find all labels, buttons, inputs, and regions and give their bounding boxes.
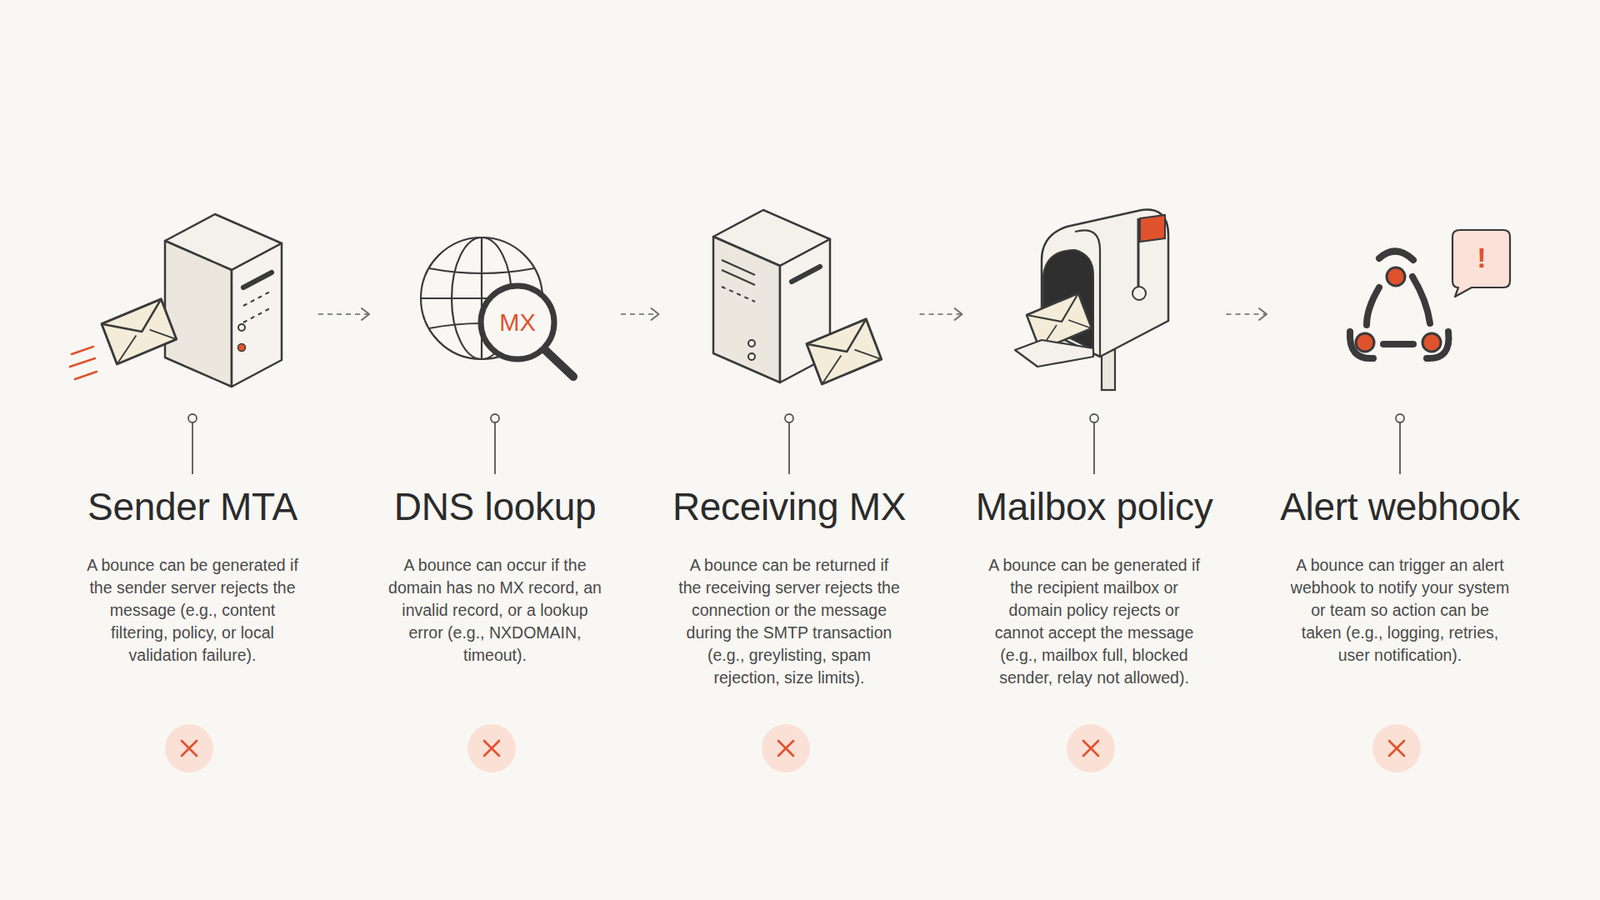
stage-description: A bounce can be generated if the recipie…: [983, 554, 1205, 690]
stage-column: DNS lookup A bounce can occur if the doma…: [374, 187, 616, 680]
alert-mark: !: [1476, 241, 1486, 275]
stage-column: Alert webhook A bounce can trigger an ale…: [1271, 187, 1529, 680]
x-mark: [778, 740, 794, 756]
x-circle: [467, 724, 516, 773]
stage-description: A bounce can be generated if the sender …: [81, 554, 304, 667]
x-mark: [484, 740, 500, 756]
stage-description: A bounce can trigger an alert webhook to…: [1289, 554, 1511, 667]
x-circle: [761, 724, 810, 773]
stage-column: Receiving MX A bounce can be returned if …: [664, 187, 915, 703]
stage-title: DNS lookup: [394, 484, 596, 530]
flow-arrow: [620, 308, 660, 320]
flow-arrow: [318, 308, 370, 320]
stage-title: Sender MTA: [87, 484, 298, 530]
stage-title: Mailbox policy: [975, 484, 1214, 530]
x-circle: [165, 724, 214, 773]
stage-column: Mailbox policy A bounce can be generated …: [967, 187, 1222, 703]
mx-badge: MX: [499, 309, 536, 337]
stage-description: A bounce can be returned if the receivin…: [678, 554, 900, 690]
x-circle: [1372, 724, 1421, 773]
flow-arrow: [1226, 308, 1268, 320]
x-mark: [181, 740, 197, 756]
stage-title: Receiving MX: [672, 484, 906, 530]
stage-description: A bounce can occur if the domain has no …: [384, 554, 606, 667]
stage-title: Alert webhook: [1280, 484, 1520, 530]
x-mark: [1083, 740, 1099, 756]
stage-column: Sender MTA A bounce can be generated if t…: [71, 187, 314, 680]
x-mark: [1389, 740, 1405, 756]
flow-arrow: [920, 308, 963, 320]
x-circle: [1066, 724, 1115, 773]
